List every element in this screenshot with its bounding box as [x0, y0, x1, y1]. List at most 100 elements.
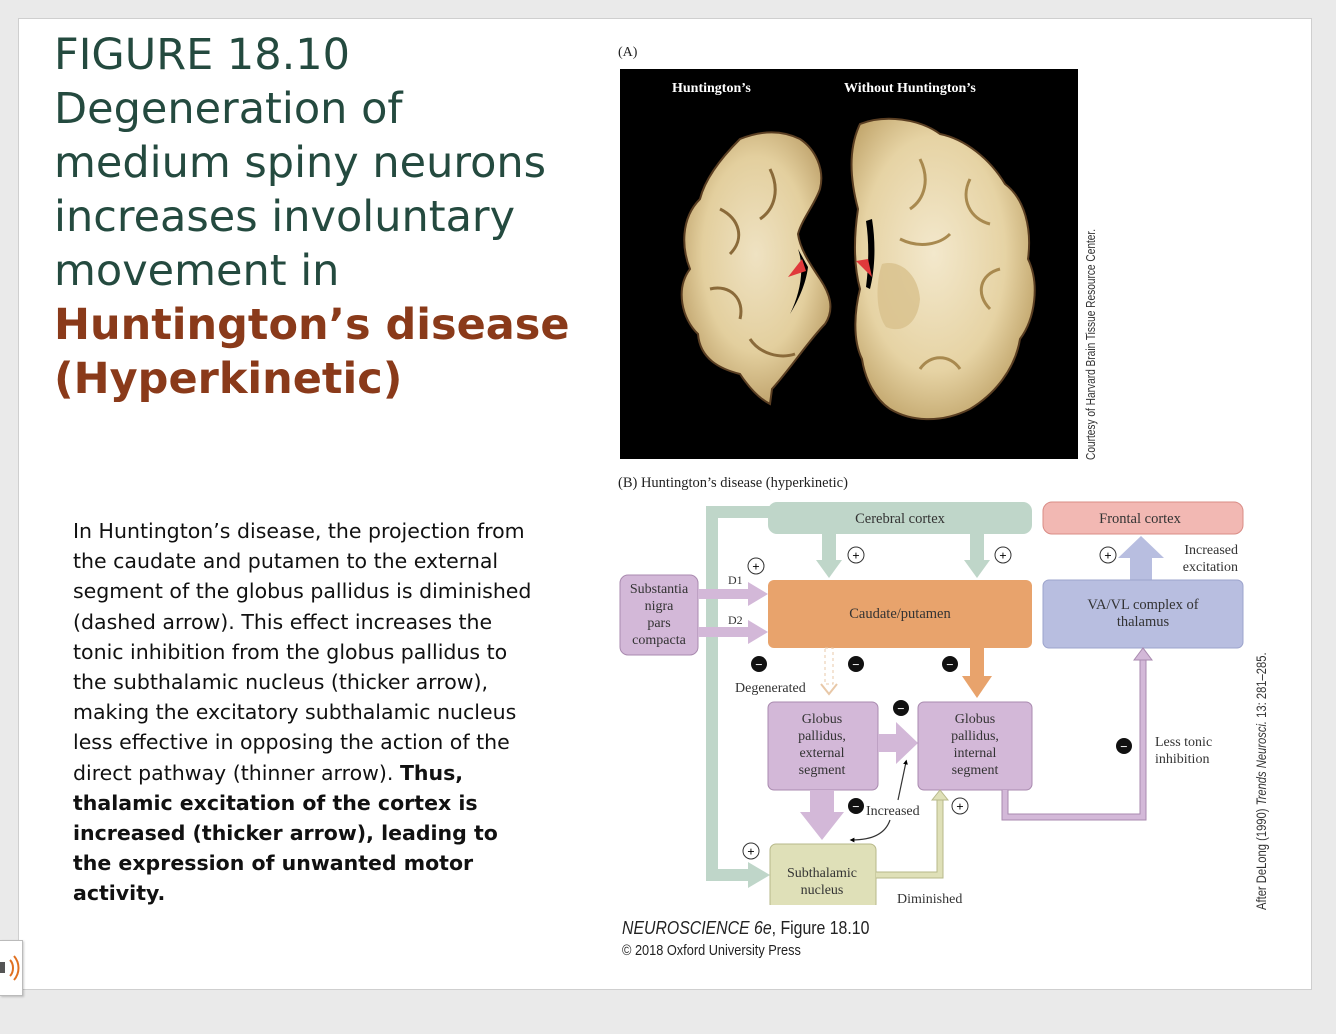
title-line: FIGURE 18.10: [54, 30, 351, 80]
body-paragraph: In Huntington’s disease, the projection …: [73, 516, 543, 909]
arrow-marker-normal: [856, 259, 872, 277]
figure-b-credit: After DeLong (1990) Trends Neurosci. 13:…: [1253, 652, 1269, 910]
slide-title: FIGURE 18.10 Degeneration of medium spin…: [54, 28, 574, 406]
gpe-label: pallidus,: [798, 729, 846, 744]
arrow-marker-huntington: [788, 259, 806, 277]
body-bold-text: Thus, thalamic excitation of the cortex …: [73, 760, 498, 906]
increased-arrow-up: [897, 759, 908, 801]
less-tonic-label: inhibition: [1155, 752, 1209, 767]
gpi-node: [917, 701, 1033, 791]
normal-striatum: [877, 263, 920, 330]
normal-sulci: [899, 158, 1001, 370]
footer-copyright: © 2018 Oxford University Press: [622, 943, 801, 959]
title-accent: Huntington’s disease: [54, 300, 570, 350]
gpe-stn-shaft: [810, 790, 834, 814]
stn-gpi-head: [930, 789, 950, 801]
caudate-gpi-head: [962, 676, 992, 698]
snpc-label: Substantia: [630, 582, 689, 597]
thalamus-label: VA/VL complex of: [1087, 597, 1198, 613]
increased-excitation-label: excitation: [1183, 560, 1238, 575]
increased-arrow-down: [849, 819, 891, 843]
plus-sign: +: [747, 844, 754, 859]
gpe-label: Globus: [802, 712, 842, 727]
huntington-hemisphere: [680, 131, 832, 406]
figure-number: , Figure 18.10: [771, 918, 870, 938]
credit-suffix: 13: 281–285.: [1253, 652, 1269, 721]
gpe-stn-head: [800, 812, 844, 840]
degenerated-arrowhead: [820, 683, 838, 696]
degenerated-pathway: [824, 647, 834, 685]
gpi-label: internal: [954, 746, 997, 761]
body-normal-text: In Huntington’s disease, the projection …: [73, 519, 532, 785]
title-line: movement in: [54, 246, 340, 296]
title-line: medium spiny neurons: [54, 138, 547, 188]
thalamus-frontal-head: [1118, 536, 1164, 558]
minus-sign: −: [1120, 739, 1127, 754]
title-line: increases involuntary: [54, 192, 516, 242]
cortex-stn-arrowhead: [748, 862, 770, 888]
gpi-thalamus-head: [1133, 647, 1153, 661]
credit-journal: Trends Neurosci.: [1253, 720, 1269, 806]
title-line: Degeneration of: [54, 84, 403, 134]
frontal-cortex-node: [1042, 501, 1244, 535]
snpc-node: [619, 574, 699, 656]
audio-button[interactable]: [0, 940, 23, 996]
plus-sign: +: [1104, 548, 1111, 563]
plus-sign: +: [752, 559, 759, 574]
d1-label: D1: [728, 573, 743, 587]
cortex-caudate-shaft-left: [822, 534, 836, 562]
gpe-label: segment: [799, 763, 846, 778]
photo-credit: Courtesy of Harvard Brain Tissue Resourc…: [1083, 228, 1098, 460]
minus-sign: −: [852, 799, 859, 814]
minus-sign: −: [897, 701, 904, 716]
cortex-caudate-shaft-right: [970, 534, 984, 562]
normal-hemisphere: [850, 117, 1036, 421]
d1-shaft: [698, 589, 750, 599]
thalamus-frontal-shaft: [1130, 556, 1152, 582]
figure-a-label: (A): [618, 45, 638, 60]
gpi-thalamus-outline: [1001, 654, 1147, 821]
caudate-putamen-label: Caudate/putamen: [849, 606, 951, 622]
less-tonic-label: Less tonic: [1155, 735, 1212, 750]
diminished-label: Diminished: [897, 892, 962, 905]
stn-gpi-pathway: [876, 796, 943, 878]
minus-signs: − − − − − −: [751, 656, 1132, 814]
gpe-gpi-head: [896, 722, 918, 764]
caudate-gpi-shaft: [970, 648, 984, 678]
d2-label: D2: [728, 613, 743, 627]
cortex-caudate-head-left: [816, 560, 842, 578]
stn-label: nucleus: [801, 883, 844, 898]
minus-sign: −: [946, 657, 953, 672]
cerebral-cortex-label: Cerebral cortex: [855, 511, 946, 527]
circuit-diagram: Cerebral cortex Frontal cortex Substanti…: [619, 501, 1244, 905]
d1-head: [748, 582, 768, 606]
increased-excitation-label: Increased: [1184, 543, 1238, 558]
plus-sign: +: [999, 548, 1006, 563]
thalamus-label: thalamus: [1117, 614, 1170, 630]
credit-prefix: After DeLong (1990): [1253, 805, 1269, 910]
figure-b-label: (B) Huntington’s disease (hyperkinetic): [618, 475, 848, 491]
minus-sign: −: [852, 657, 859, 672]
title-accent: (Hyperkinetic): [54, 354, 403, 404]
huntington-sulci: [709, 168, 796, 358]
brain-photo: [620, 69, 1078, 459]
d2-head: [748, 620, 768, 644]
d2-shaft: [698, 627, 750, 637]
caudate-putamen-node: [768, 580, 1032, 648]
cortex-caudate-head-right: [964, 560, 990, 578]
gpe-gpi-shaft: [878, 734, 898, 752]
gpe-label: external: [799, 746, 844, 761]
plus-sign: +: [852, 548, 859, 563]
photo-caption-normal: Without Huntington’s: [844, 81, 976, 96]
minus-sign: −: [755, 657, 762, 672]
stn-label: Subthalamic: [787, 866, 857, 881]
snpc-label: nigra: [645, 599, 675, 614]
increased-label: Increased: [866, 804, 920, 819]
gpi-label: Globus: [955, 712, 995, 727]
cerebral-cortex-node: [768, 502, 1032, 534]
book-name: NEUROSCIENCE 6e: [622, 918, 772, 938]
frontal-cortex-label: Frontal cortex: [1099, 511, 1181, 527]
stn-gpi-outline: [876, 796, 944, 879]
plus-signs: + + + + + +: [742, 546, 1117, 860]
gpi-thalamus-pathway: [1002, 654, 1146, 820]
